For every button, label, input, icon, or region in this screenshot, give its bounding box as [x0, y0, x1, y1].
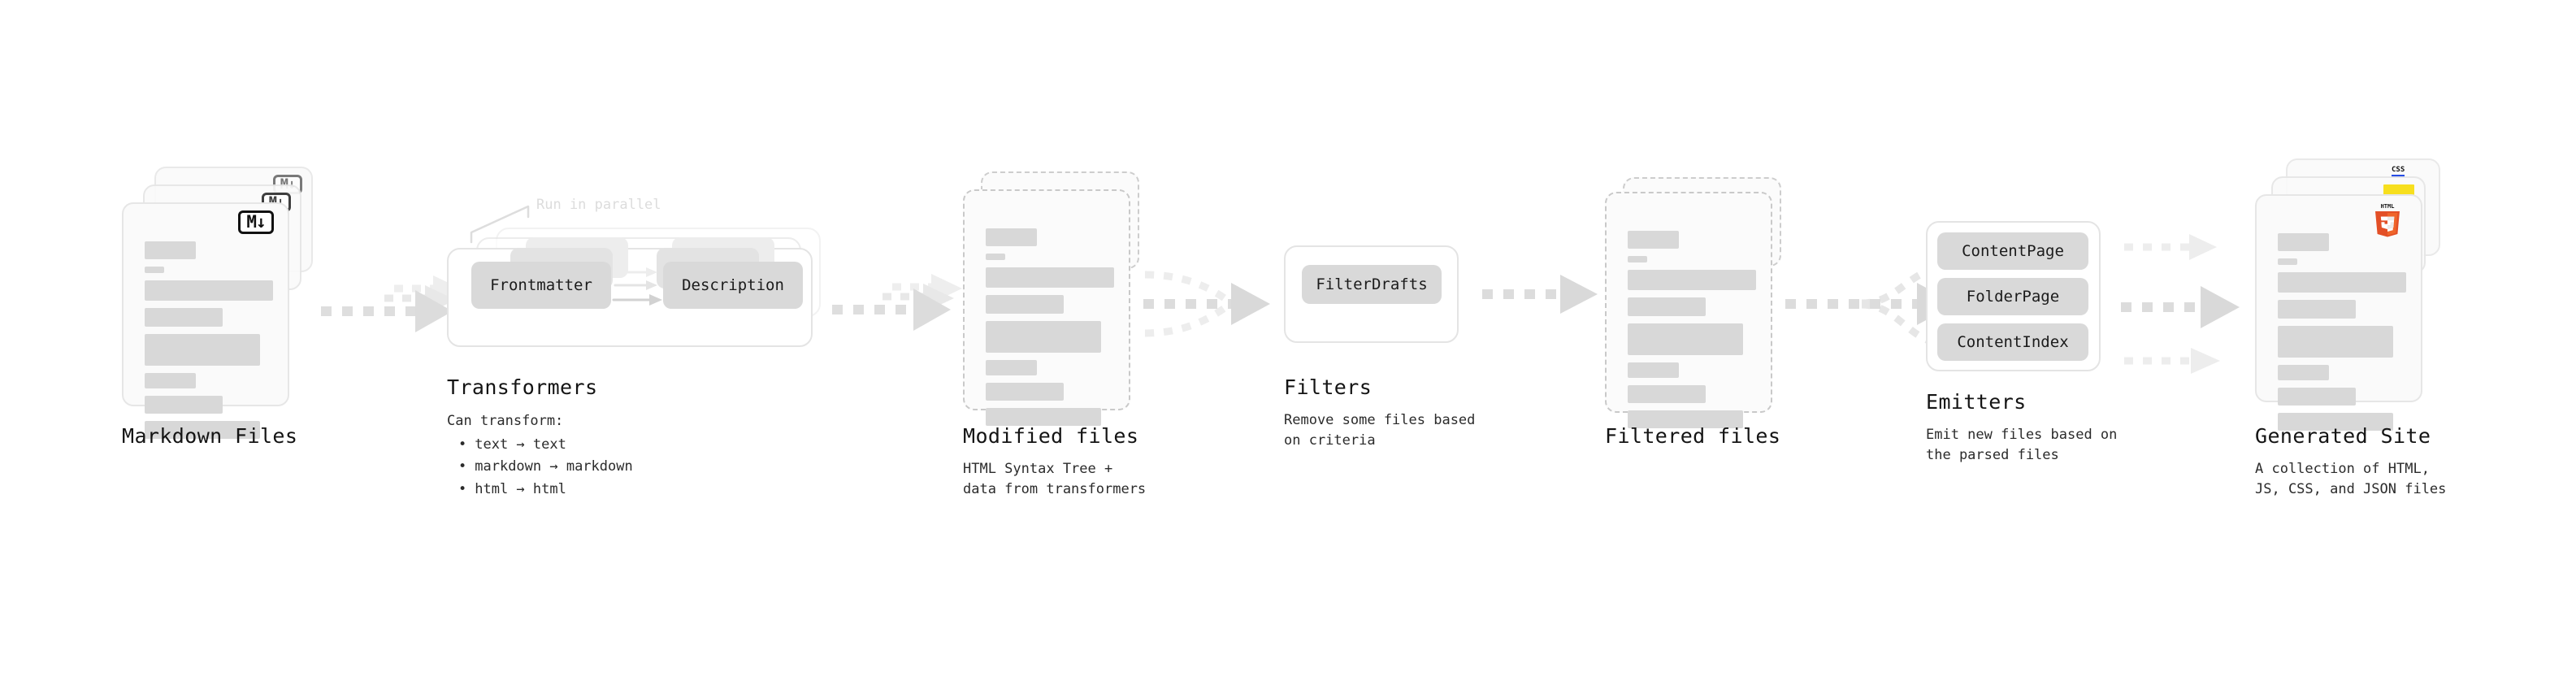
stage-filters: FilterDrafts [1284, 245, 1459, 343]
markdown-card-front [122, 202, 289, 439]
transformers-desc-item-1: markdown → markdown [458, 456, 632, 478]
label-emitters: Emitters [1926, 390, 2027, 414]
transformers-desc-item-0: text → text [458, 434, 633, 456]
emitter-pill-contentpage[interactable]: ContentPage [1937, 232, 2088, 270]
label-modified-files: Modified files [963, 424, 1139, 448]
filtered-card-front [1605, 192, 1772, 428]
transformers-desc-lead: Can transform: [447, 413, 564, 429]
transformers-desc-item-2: html → html [458, 479, 633, 501]
transformer-inner-arrows [612, 267, 662, 306]
css-badge: CSS [2392, 167, 2405, 177]
transformers-desc-list: text → text markdown → markdown html → h… [447, 434, 633, 501]
label-transformers: Transformers [447, 375, 598, 399]
connector-filters-to-filtered [1479, 275, 1609, 349]
filters-description: Remove some files based on criteria [1284, 412, 1476, 449]
connector-markdown-to-transformers [313, 272, 467, 362]
site-card-front [2255, 194, 2422, 431]
emitters-description: Emit new files based on the parsed files [1926, 427, 2118, 463]
transformer-pill-frontmatter[interactable]: Frontmatter [471, 262, 611, 309]
site-content-lines [2278, 233, 2406, 438]
connector-emitters-to-site [2121, 229, 2263, 392]
connector-transformers-to-modified [829, 272, 975, 362]
emitter-pill-contentindex[interactable]: ContentIndex [1937, 323, 2088, 361]
modified-content-lines [986, 228, 1114, 433]
stage-generated-site: CSS HTML [2255, 158, 2466, 431]
stage-transformers: Run in parallel Frontmatter Description [447, 195, 829, 382]
label-generated-site: Generated Site [2255, 424, 2431, 448]
transformer-pill-description[interactable]: Description [663, 262, 803, 309]
transformers-description: Can transform: text → text markdown → ma… [447, 410, 633, 501]
modified-card-front [963, 189, 1130, 426]
stage-markdown-files: M↓ M↓ M↓ [122, 167, 333, 439]
markdown-badge-front: M↓ [238, 210, 274, 234]
connector-modified-to-filters [1134, 244, 1304, 390]
stage-modified-files [963, 167, 1150, 426]
filter-pill-filterdrafts[interactable]: FilterDrafts [1302, 265, 1442, 304]
modified-files-description: HTML Syntax Tree + data from transformer… [963, 461, 1147, 497]
run-in-parallel-bracket [470, 205, 530, 244]
stage-emitters: ContentPage FolderPage ContentIndex [1926, 221, 2101, 371]
label-filtered-files: Filtered files [1605, 424, 1781, 448]
markdown-content-lines [145, 241, 273, 446]
label-markdown-files: Markdown Files [122, 424, 298, 448]
generated-site-description: A collection of HTML, JS, CSS, and JSON … [2255, 461, 2447, 497]
html5-badge: HTML [2371, 202, 2404, 237]
filtered-content-lines [1628, 231, 1756, 436]
label-run-in-parallel: Run in parallel [536, 197, 661, 213]
label-filters: Filters [1284, 375, 1373, 399]
emitter-pill-folderpage[interactable]: FolderPage [1937, 278, 2088, 315]
svg-text:HTML: HTML [2381, 203, 2395, 210]
stage-filtered-files [1605, 177, 1792, 428]
